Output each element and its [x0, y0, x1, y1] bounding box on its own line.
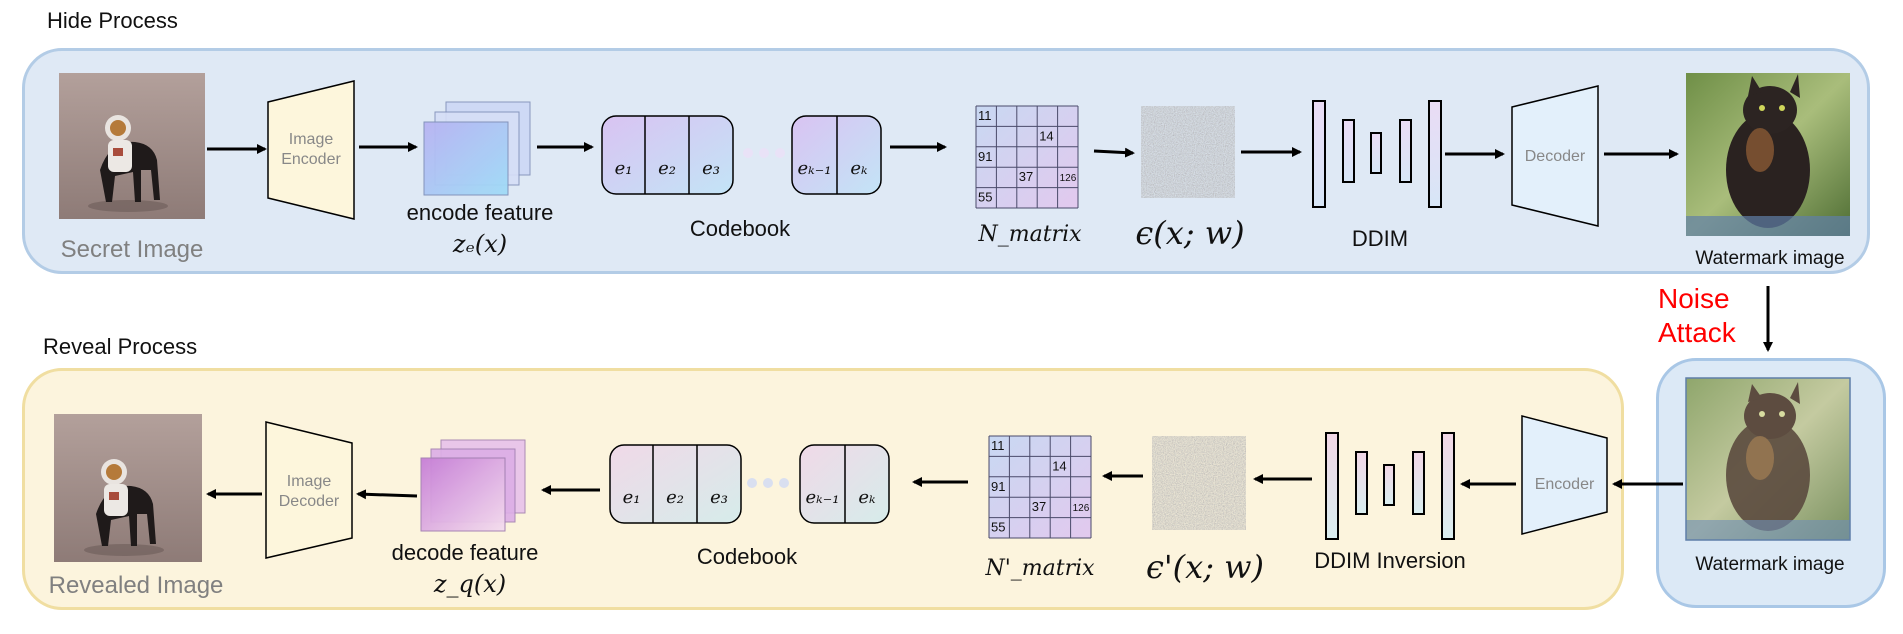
codebook-reveal-cell-2: e₂	[666, 487, 684, 508]
attacked-watermark-label: Watermark image	[1695, 554, 1845, 575]
codebook-reveal-cell-3: e₃	[710, 487, 728, 508]
encode-feature-math: zₑ(x)	[452, 230, 508, 258]
decoder-block	[1511, 85, 1599, 227]
watermark-image	[1686, 73, 1850, 236]
image-encoder-block	[267, 80, 355, 220]
matrix-hide-cell-value: 91	[978, 149, 992, 164]
attacked-watermark-image	[1685, 377, 1851, 541]
image-encoder-text: Image Encoder	[268, 130, 354, 170]
matrix-reveal-cells: 11 14 91 37 126 55	[988, 435, 1092, 539]
noise-reveal-label: ϵ'(x; w)	[1145, 548, 1265, 586]
matrix-hide-cell-value: 126	[1060, 173, 1077, 184]
matrix-reveal-grid	[989, 436, 1091, 538]
encoder-block	[1521, 415, 1608, 535]
image-encoder-text-line1: Image	[288, 131, 334, 148]
decode-feature-label: decode feature	[391, 540, 539, 565]
noise-attack-line2: Attack	[1658, 317, 1736, 348]
codebook-reveal-cell-k: eₖ	[858, 487, 876, 508]
matrix-hide-cell-value: 14	[1039, 128, 1053, 143]
matrix-hide-cell-value: 11	[978, 108, 992, 123]
noise-square-hide	[1141, 106, 1235, 198]
hide-process-title: Hide Process	[47, 8, 178, 33]
codebook-reveal-right	[799, 444, 890, 524]
matrix-reveal-label: N'_matrix	[985, 556, 1095, 581]
noise-hide-label: ϵ(x; w)	[1135, 214, 1245, 252]
matrix-hide-cell-value: 37	[1019, 169, 1033, 184]
matrix-reveal-cell-value: 11	[991, 438, 1005, 453]
encode-feature-stack	[423, 101, 531, 196]
codebook-hide-cell-k: eₖ	[850, 158, 868, 179]
codebook-hide-ellipsis	[743, 148, 785, 158]
codebook-reveal-left	[609, 444, 742, 524]
image-decoder-text-line2: Decoder	[278, 493, 340, 510]
arrow-matrix-to-noise	[1093, 147, 1135, 158]
matrix-hide-grid	[976, 106, 1078, 208]
revealed-image	[54, 414, 202, 562]
secret-image	[59, 73, 205, 219]
codebook-hide-cell-1: e₁	[614, 158, 633, 179]
codebook-reveal-label: Codebook	[696, 544, 798, 569]
image-decoder-text: Image Decoder	[266, 472, 352, 512]
codebook-hide-cell-k-1: eₖ₋₁	[797, 158, 832, 179]
noise-attack-label: Noise Attack	[1658, 282, 1748, 350]
codebook-hide-label: Codebook	[689, 216, 791, 241]
codebook-hide-cell-3: e₃	[702, 158, 720, 179]
decode-feature-stack	[420, 439, 526, 532]
codebook-reveal-cell-1: e₁	[622, 487, 641, 508]
watermark-image-label: Watermark image	[1695, 248, 1845, 269]
noise-attack-line1: Noise	[1658, 283, 1730, 314]
image-decoder-text-line1: Image	[286, 473, 332, 490]
codebook-reveal-cell-k-1: eₖ₋₁	[805, 487, 840, 508]
ddim-inversion-network	[1325, 432, 1455, 540]
encode-feature-label: encode feature	[406, 200, 554, 225]
secret-image-label: Secret Image	[60, 236, 204, 263]
encoder-text: Encoder	[1534, 476, 1595, 493]
decoder-text: Decoder	[1524, 148, 1586, 165]
matrix-reveal-cell-value: 91	[991, 479, 1005, 494]
codebook-hide-cell-2: e₂	[658, 158, 676, 179]
matrix-hide-label: N_matrix	[978, 222, 1082, 247]
matrix-reveal-cell-value: 14	[1052, 458, 1066, 473]
image-decoder-block	[265, 421, 353, 559]
codebook-reveal-ellipsis	[747, 478, 789, 488]
ddim-label: DDIM	[1351, 226, 1409, 251]
ddim-network	[1312, 100, 1442, 208]
reveal-process-title: Reveal Process	[43, 334, 198, 359]
matrix-reveal-cell-value: 126	[1073, 503, 1090, 514]
ddim-inversion-label: DDIM Inversion	[1314, 548, 1466, 573]
matrix-hide-cell-value: 55	[978, 190, 992, 205]
codebook-hide-right	[791, 115, 882, 195]
noise-square-reveal	[1152, 436, 1246, 530]
decode-feature-math: z_q(x)	[433, 570, 507, 598]
revealed-image-label: Revealed Image	[48, 572, 224, 599]
image-encoder-text-line2: Encoder	[281, 151, 341, 168]
matrix-reveal-cell-value: 37	[1032, 499, 1046, 514]
matrix-hide-cells: 11 14 91 37 126 55	[975, 105, 1079, 209]
matrix-reveal-cell-value: 55	[991, 520, 1005, 535]
codebook-hide-left	[601, 115, 734, 195]
arrow-feature-to-image-decoder	[356, 489, 418, 500]
